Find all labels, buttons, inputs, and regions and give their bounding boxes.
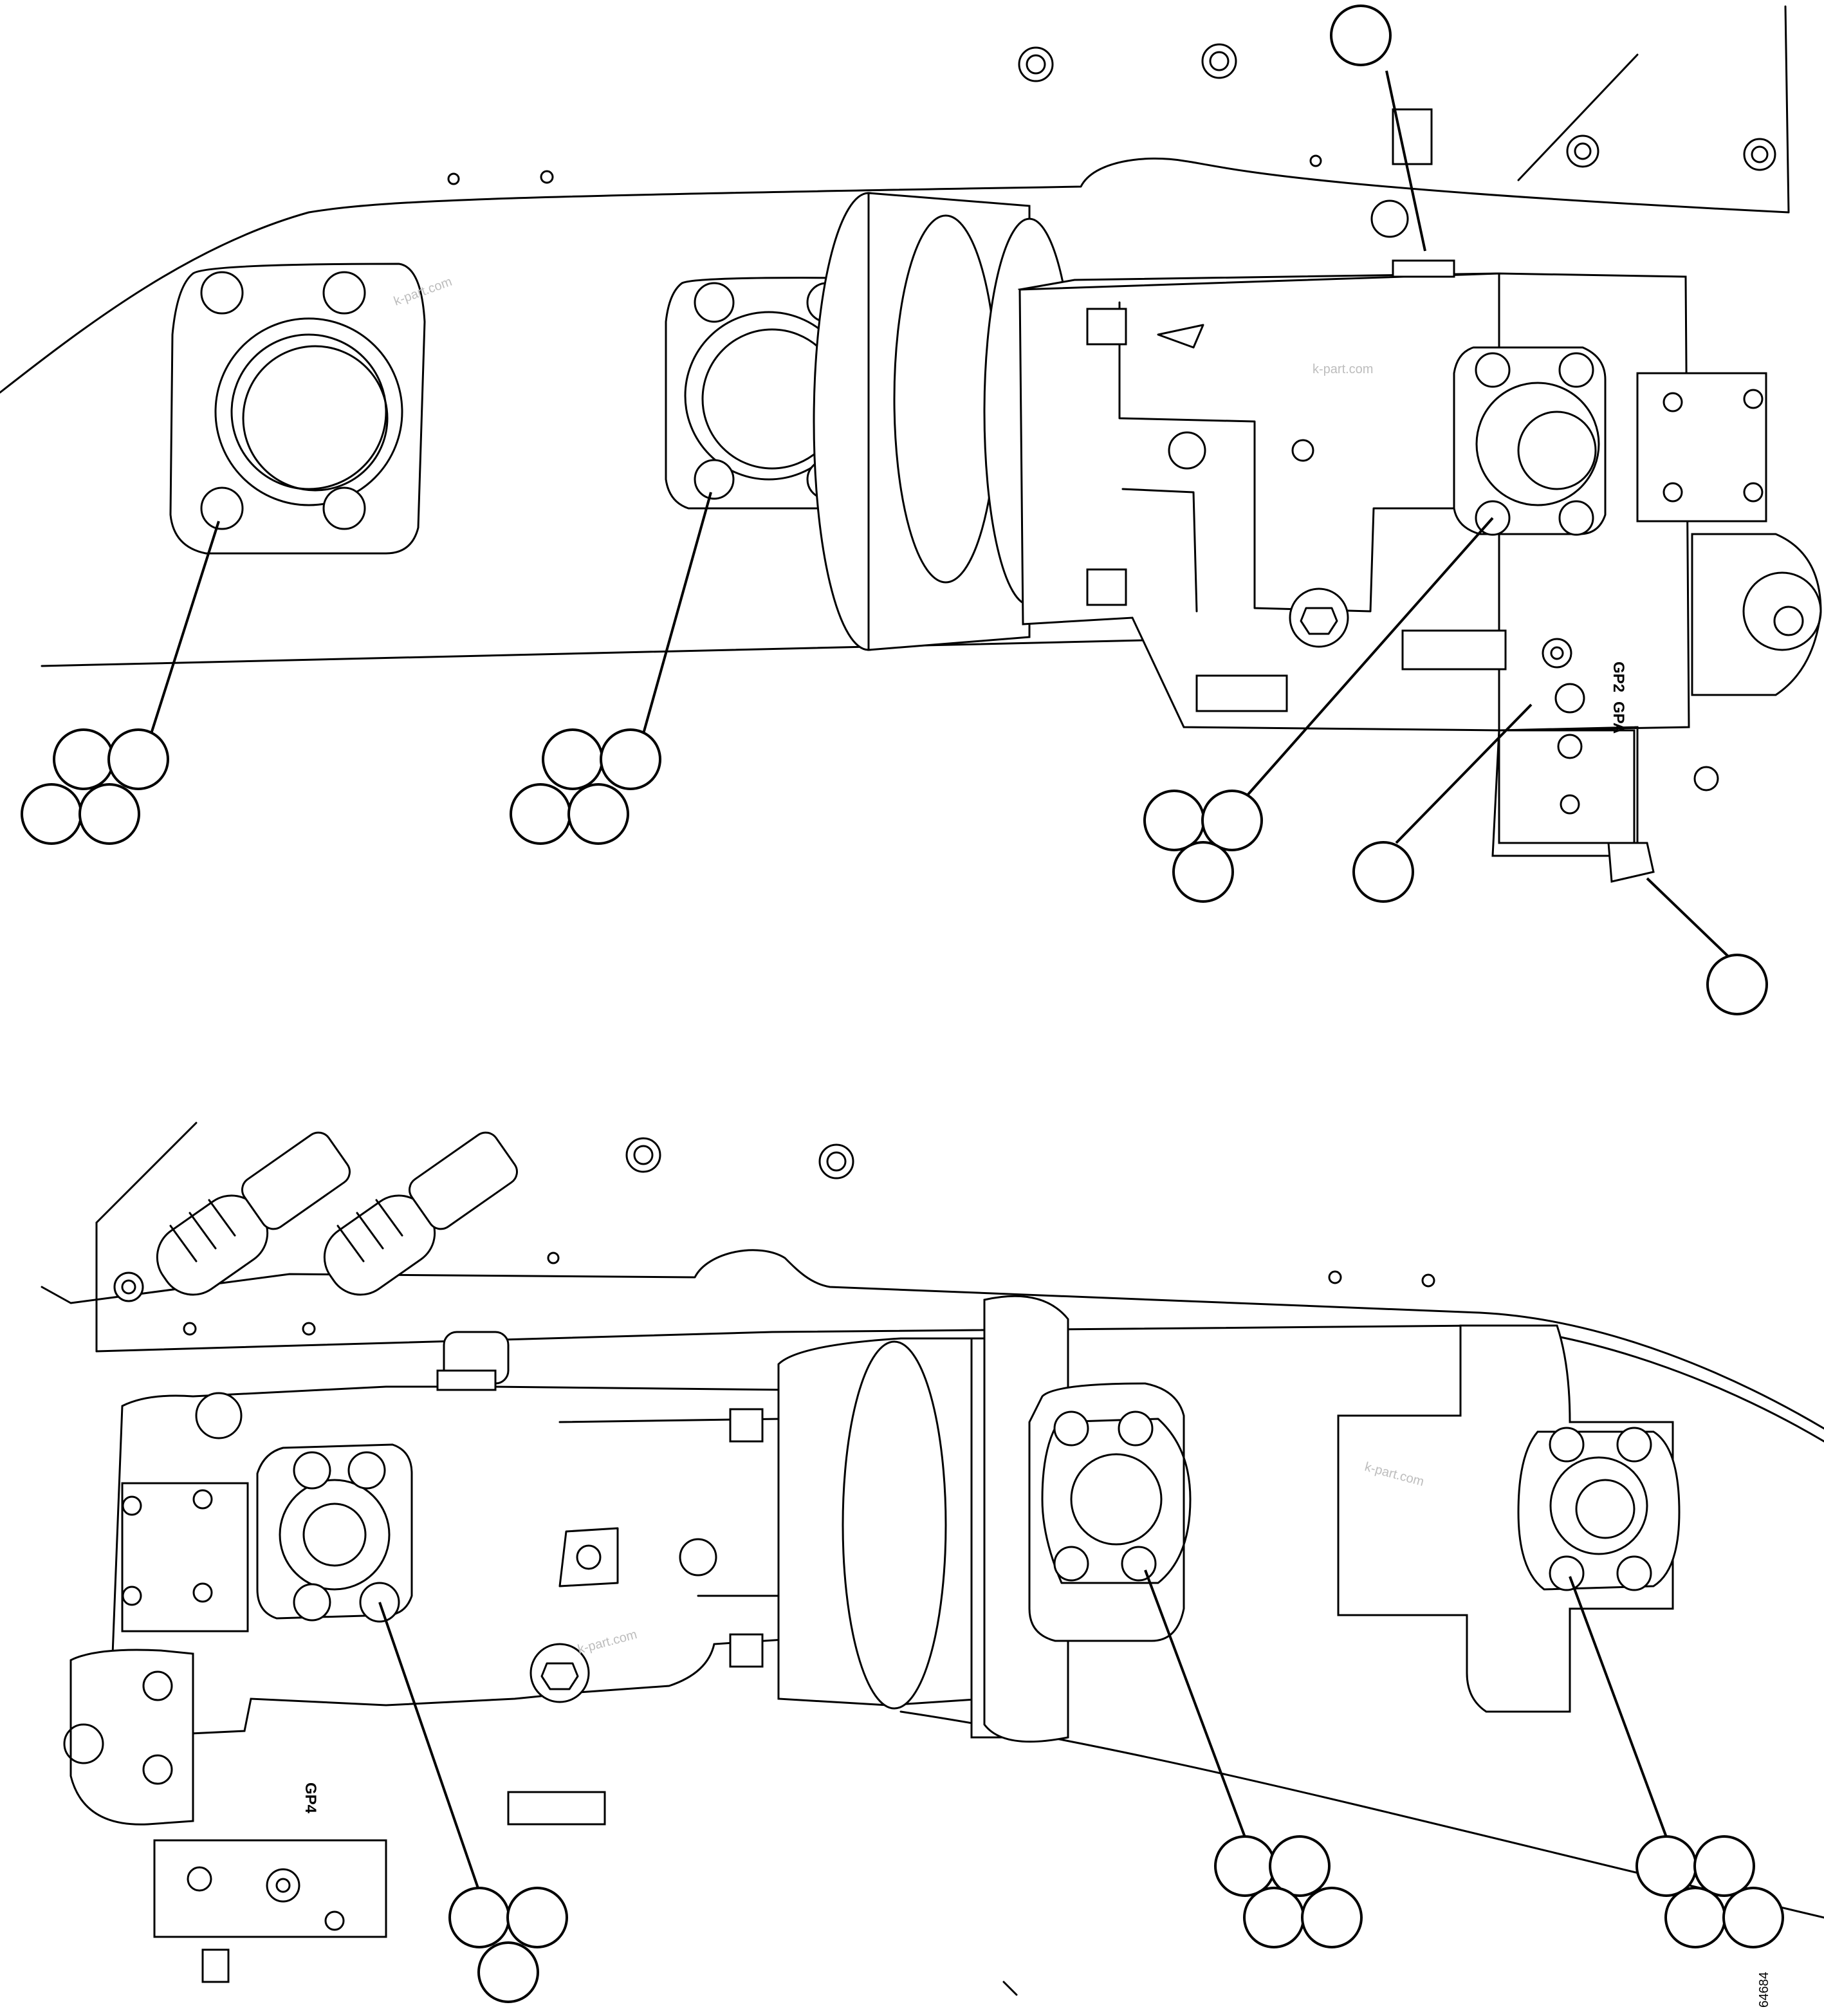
- callout-cluster: [21, 728, 169, 845]
- callout-balloon: [78, 783, 140, 845]
- frame-hole: [302, 1322, 316, 1336]
- leader-line: [1244, 517, 1494, 799]
- callout-balloon: [1269, 1835, 1331, 1897]
- callout-balloon: [1301, 1887, 1363, 1948]
- hydraulic-pump-bottom: [63, 1331, 815, 1983]
- callout-cluster: [1143, 790, 1263, 903]
- callout-balloon: [1330, 5, 1392, 66]
- hydraulic-pump-top: [1017, 108, 1822, 883]
- callout-balloon: [477, 1941, 539, 2003]
- callout-balloon: [1635, 1835, 1697, 1897]
- hose-fitting: [323, 1131, 518, 1296]
- leader-line: [1646, 877, 1732, 960]
- frame-hole: [1309, 154, 1322, 167]
- frame-bolt: [1566, 134, 1599, 168]
- callout-cluster: [510, 728, 661, 845]
- callout-balloon: [600, 728, 661, 790]
- frame-hole: [1421, 1273, 1435, 1288]
- port-label-gpa: GPA: [1610, 701, 1627, 734]
- leader-line: [1569, 1576, 1668, 1838]
- callout-balloon: [1214, 1835, 1276, 1897]
- top-view: GP2 GPA k-part.com k-part.com: [0, 5, 1822, 1015]
- watermark: k-part.com: [1313, 362, 1373, 376]
- frame-hole: [1328, 1270, 1342, 1284]
- callout-balloon: [1172, 841, 1234, 903]
- leader-line: [1144, 1569, 1246, 1838]
- bottom-frame-rail: [41, 1249, 1824, 1430]
- bottom-view: GP4 k-part.com k-part.com: [41, 1122, 1824, 2008]
- callout-balloon: [567, 783, 629, 845]
- flange-port-middle-bottom: [1028, 1382, 1192, 1642]
- callout-cluster: [1635, 1835, 1784, 1948]
- frame-bolt: [818, 1143, 854, 1179]
- callout-cluster: [1214, 1835, 1363, 1948]
- callout-balloon: [542, 728, 603, 790]
- leader-line: [150, 521, 220, 734]
- frame-hole: [540, 170, 554, 184]
- callout-balloon: [1352, 841, 1414, 903]
- drive-housing-bottom: [777, 1295, 1069, 1743]
- hose-fitting: [156, 1131, 351, 1296]
- top-frame-bracket: [1517, 53, 1639, 181]
- port-label-gp4: GP4: [302, 1782, 319, 1814]
- callout-cluster: [448, 1887, 568, 2003]
- leader-line: [1385, 70, 1426, 252]
- callout-balloon: [1143, 790, 1205, 851]
- callout-balloon: [1693, 1835, 1755, 1897]
- frame-hole: [547, 1252, 560, 1264]
- port-label-gp2: GP2: [1610, 661, 1627, 692]
- flange-port-left: [169, 263, 426, 555]
- frame-hole: [447, 172, 460, 185]
- top-frame-bottom-edge: [41, 639, 1147, 667]
- flange-port-right-bottom: [1337, 1324, 1681, 1713]
- callout-balloon: [1722, 1887, 1784, 1948]
- callout-balloon: [1706, 954, 1768, 1015]
- frame-bolt: [1743, 138, 1776, 171]
- leader-line: [642, 492, 712, 734]
- frame-bolt: [1201, 43, 1237, 79]
- callout-balloon: [1201, 790, 1263, 851]
- frame-hole: [183, 1322, 197, 1336]
- callout-balloon: [53, 728, 115, 790]
- leader-line: [1395, 703, 1533, 844]
- bottom-frame-bracket: [95, 1122, 198, 1353]
- callout-balloon: [448, 1887, 510, 1948]
- frame-bolt: [113, 1272, 144, 1302]
- callout-balloon: [1243, 1887, 1305, 1948]
- callout-balloon: [21, 783, 82, 845]
- top-frame-rail: [0, 5, 1790, 394]
- callout-balloon: [510, 783, 571, 845]
- drawing-number: 64684: [1757, 1972, 1771, 2008]
- callout-balloon: [1664, 1887, 1726, 1948]
- leader-line: [378, 1602, 481, 1892]
- frame-bolt: [1018, 46, 1054, 82]
- callout-balloon: [107, 728, 169, 790]
- callout-balloon: [506, 1887, 568, 1948]
- frame-bolt: [625, 1137, 661, 1173]
